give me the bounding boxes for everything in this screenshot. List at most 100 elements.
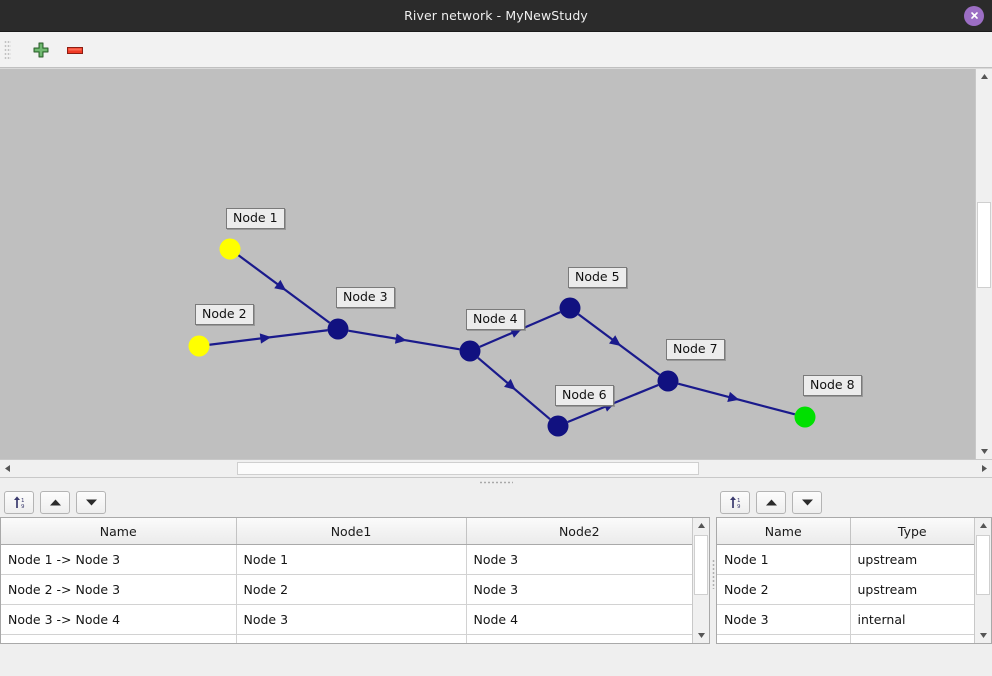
table-cell[interactable]: Node 1 — [717, 544, 851, 575]
window-title: River network - MyNewStudy — [404, 8, 588, 23]
column-header-name[interactable]: Name — [717, 518, 851, 545]
nodes-table-scrollbar[interactable] — [974, 518, 991, 643]
arrowhead — [727, 391, 740, 402]
table-cell[interactable]: Node 4 — [717, 634, 851, 643]
node-label-node4[interactable]: Node 4 — [466, 309, 525, 330]
move-up-button[interactable] — [756, 490, 786, 514]
table-cell[interactable]: Node 2 — [236, 574, 467, 605]
node-label-node1[interactable]: Node 1 — [226, 208, 285, 229]
nodes-toolbar: 1 9 — [716, 487, 992, 517]
node-label-node2[interactable]: Node 2 — [195, 304, 254, 325]
graph-node-node6[interactable] — [547, 415, 569, 437]
canvas-hscroll-thumb[interactable] — [237, 462, 699, 475]
nodes-scroll-track[interactable] — [975, 533, 991, 628]
table-cell[interactable]: Node 4 — [466, 604, 692, 635]
arrowhead — [394, 333, 407, 344]
table-cell[interactable]: Node 3 — [236, 604, 467, 635]
move-down-button[interactable] — [792, 490, 822, 514]
reaches-scroll-track[interactable] — [693, 533, 709, 628]
table-cell[interactable]: Node 2 -> Node 3 — [1, 574, 237, 605]
scroll-up-button[interactable] — [976, 69, 992, 84]
table-cell[interactable]: Node 3 — [466, 574, 692, 605]
canvas-vertical-scrollbar[interactable] — [975, 69, 992, 459]
canvas-vscroll-track[interactable] — [976, 84, 992, 444]
sort-button[interactable]: 1 9 — [720, 490, 750, 514]
arrowhead — [274, 279, 287, 291]
move-up-button[interactable] — [40, 490, 70, 514]
node-label-node5[interactable]: Node 5 — [568, 267, 627, 288]
table-cell[interactable]: Node 5 — [466, 634, 692, 643]
table-cell[interactable]: Node 3 — [717, 604, 851, 635]
node-label-node7[interactable]: Node 7 — [666, 339, 725, 360]
scroll-down-button[interactable] — [975, 628, 991, 643]
edge-layer — [209, 254, 796, 424]
graph-node-node3[interactable] — [327, 318, 349, 340]
canvas-vscroll-thumb[interactable] — [977, 202, 991, 288]
scroll-left-button[interactable] — [0, 461, 15, 476]
table-cell[interactable]: internal — [850, 604, 974, 635]
close-icon[interactable] — [964, 5, 984, 26]
node-label-node3[interactable]: Node 3 — [336, 287, 395, 308]
reaches-scroll-thumb[interactable] — [694, 535, 708, 595]
column-header-node1[interactable]: Node1 — [236, 518, 467, 545]
table-cell[interactable]: Node 2 — [717, 574, 851, 605]
toolbar-drag-handle[interactable] — [4, 39, 11, 60]
sort-button[interactable]: 1 9 — [4, 490, 34, 514]
reaches-table-scrollbar[interactable] — [692, 518, 709, 643]
table-cell[interactable]: Node 1 — [236, 544, 467, 575]
graph-node-node1[interactable] — [219, 238, 241, 260]
column-header-node2[interactable]: Node2 — [466, 518, 692, 545]
table-cell[interactable]: Node 3 -> Node 4 — [1, 604, 237, 635]
canvas-hscroll-track[interactable] — [15, 461, 977, 476]
table-cell[interactable]: Node 4 — [236, 634, 467, 643]
scroll-down-button[interactable] — [976, 444, 992, 459]
network-diagram-canvas[interactable]: Node 1 Node 2 Node 3 Node 4 Node 5 Node 6 Node… — [0, 68, 992, 459]
scroll-down-button[interactable] — [693, 628, 709, 643]
column-header-type[interactable]: Type — [850, 518, 974, 545]
nodes-scroll-thumb[interactable] — [976, 535, 990, 595]
remove-minus-icon[interactable] — [62, 37, 88, 63]
graph-node-node8[interactable] — [794, 406, 816, 428]
table-cell[interactable]: upstream — [850, 574, 974, 605]
table-cell[interactable]: Node 4 -> Node 5 — [1, 634, 237, 643]
graph-node-node2[interactable] — [188, 335, 210, 357]
horizontal-splitter[interactable] — [0, 478, 992, 487]
graph-node-node4[interactable] — [459, 340, 481, 362]
table-cell[interactable]: internal — [850, 634, 974, 643]
arrowhead — [259, 333, 272, 344]
arrowhead — [609, 335, 621, 346]
canvas-horizontal-scrollbar[interactable] — [0, 459, 992, 478]
graph-node-node5[interactable] — [559, 297, 581, 319]
move-down-button[interactable] — [76, 490, 106, 514]
scroll-up-button[interactable] — [975, 518, 991, 533]
scroll-up-button[interactable] — [693, 518, 709, 533]
reaches-toolbar: 1 9 — [0, 487, 710, 517]
graph-node-node7[interactable] — [657, 370, 679, 392]
table-row[interactable]: Node 4internal — [717, 634, 974, 643]
table-cell[interactable]: Node 3 — [466, 544, 692, 575]
node-label-node6[interactable]: Node 6 — [555, 385, 614, 406]
table-cell[interactable]: Node 1 -> Node 3 — [1, 544, 237, 575]
svg-text:9: 9 — [737, 504, 741, 510]
table-cell[interactable]: upstream — [850, 544, 974, 575]
column-header-name[interactable]: Name — [1, 518, 237, 545]
add-plus-icon[interactable] — [28, 37, 54, 63]
scroll-right-button[interactable] — [977, 461, 992, 476]
panes-vertical-splitter[interactable] — [710, 487, 716, 660]
node-label-node8[interactable]: Node 8 — [803, 375, 862, 396]
